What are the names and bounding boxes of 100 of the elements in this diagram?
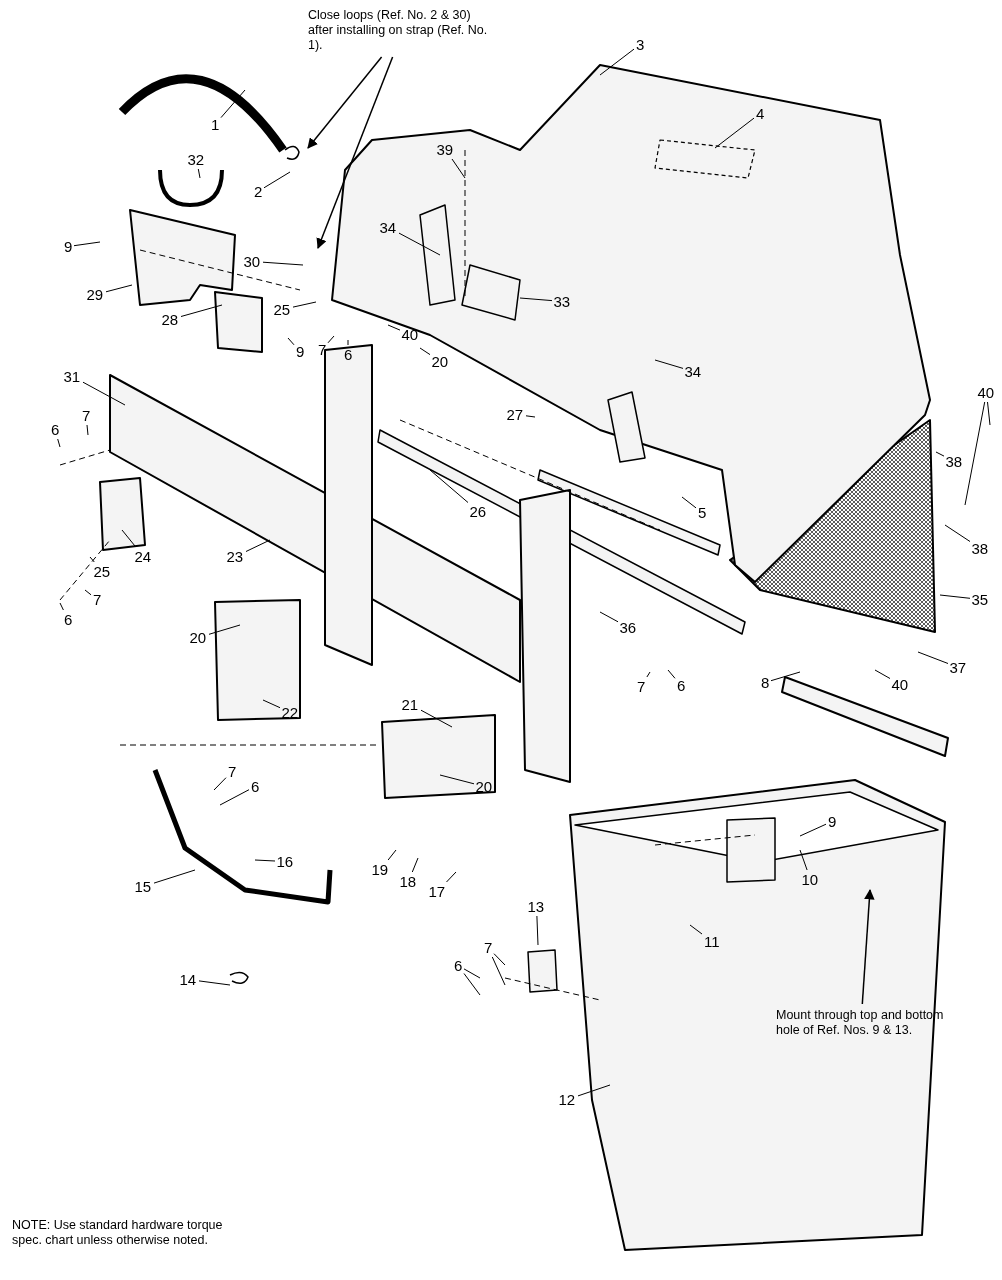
callout-number: 23 xyxy=(226,548,244,565)
callout-number: 7 xyxy=(228,763,237,780)
leader-line xyxy=(105,284,133,293)
callout-number: 34 xyxy=(379,219,397,236)
leader-line xyxy=(917,651,949,664)
callout-number: 20 xyxy=(475,778,493,795)
leader-line xyxy=(219,789,250,806)
leader-line xyxy=(463,973,481,996)
leader-line xyxy=(654,359,684,369)
leader-line xyxy=(987,401,991,426)
leader-line xyxy=(316,56,394,249)
callout-number: 10 xyxy=(801,871,819,888)
callout-number: 3 xyxy=(636,36,645,53)
leader-line xyxy=(420,709,453,728)
callout-number: 5 xyxy=(698,504,707,521)
leader-line xyxy=(714,117,755,149)
note-text: NOTE: Use standard hardware torque spec. chart unless otherwise noted. xyxy=(12,1218,224,1248)
callout-number: 9 xyxy=(64,238,73,255)
callout-number: 35 xyxy=(971,591,989,608)
leader-line xyxy=(153,869,196,884)
leader-line xyxy=(770,671,801,682)
callout-number: 40 xyxy=(891,676,909,693)
callout-number: 7 xyxy=(318,341,327,358)
leader-line xyxy=(208,624,241,635)
callout-number: 20 xyxy=(189,629,207,646)
leader-line xyxy=(347,339,349,346)
callout-number: 6 xyxy=(454,957,463,974)
note-text: Close loops (Ref. No. 2 & 30) after installing on strap (Ref. No. 1). xyxy=(308,8,498,53)
leader-line xyxy=(387,849,397,861)
callout-number: 6 xyxy=(677,677,686,694)
leader-line xyxy=(59,602,64,611)
callout-number: 32 xyxy=(187,151,205,168)
callout-number: 4 xyxy=(756,105,765,122)
callout-number: 22 xyxy=(281,704,299,721)
callout-number: 31 xyxy=(63,368,81,385)
callout-number: 11 xyxy=(704,933,720,950)
leader-line xyxy=(213,777,227,791)
callout-number: 20 xyxy=(431,353,449,370)
callout-number: 13 xyxy=(527,898,545,915)
leader-line xyxy=(254,859,276,862)
leader-line xyxy=(121,529,137,548)
leader-line xyxy=(57,438,61,448)
leader-line xyxy=(262,699,281,709)
leader-line xyxy=(681,496,697,509)
callout-number: 18 xyxy=(399,873,417,890)
callout-number: 16 xyxy=(276,853,294,870)
callout-number: 30 xyxy=(243,253,261,270)
leader-line xyxy=(519,297,553,302)
leader-line xyxy=(429,469,469,503)
callout-number: 12 xyxy=(558,1091,576,1108)
leader-line xyxy=(197,168,201,179)
leader-line xyxy=(577,1084,611,1097)
callout-number: 26 xyxy=(469,503,487,520)
leader-line xyxy=(451,158,466,179)
leader-line xyxy=(599,48,635,76)
callout-number: 14 xyxy=(179,971,197,988)
leader-line xyxy=(86,424,89,436)
callout-number: 6 xyxy=(251,778,260,795)
leader-line xyxy=(667,669,676,679)
leader-line xyxy=(292,301,317,308)
leader-line xyxy=(307,56,383,149)
callout-number: 25 xyxy=(93,563,111,580)
callout-number: 19 xyxy=(371,861,389,878)
callout-number: 40 xyxy=(401,326,419,343)
callout-number: 38 xyxy=(945,453,963,470)
leader-line xyxy=(419,347,431,356)
callout-number: 21 xyxy=(401,696,419,713)
callout-number: 6 xyxy=(64,611,73,628)
leader-line xyxy=(874,669,891,679)
callout-number: 28 xyxy=(161,311,179,328)
callout-number: 34 xyxy=(684,363,702,380)
leader-line xyxy=(263,171,291,189)
callout-number: 29 xyxy=(86,286,104,303)
callout-number: 17 xyxy=(428,883,446,900)
leader-line xyxy=(964,401,986,506)
leader-line xyxy=(398,232,441,256)
callout-number: 33 xyxy=(553,293,571,310)
leader-line xyxy=(799,823,827,837)
callout-number: 37 xyxy=(949,659,967,676)
leader-line xyxy=(463,968,481,979)
leader-line xyxy=(327,335,335,344)
leader-line xyxy=(198,980,231,986)
leader-line xyxy=(220,89,246,119)
callout-number: 6 xyxy=(51,421,60,438)
callout-number: 7 xyxy=(637,678,646,695)
leader-line xyxy=(82,381,126,406)
leader-line xyxy=(599,611,619,623)
leader-line xyxy=(646,671,651,678)
leader-line xyxy=(944,524,971,542)
callout-number: 40 xyxy=(977,384,995,401)
leader-line xyxy=(446,871,457,883)
leader-line xyxy=(799,849,808,871)
leader-line xyxy=(939,594,971,599)
callout-number: 7 xyxy=(484,939,493,956)
leader-line xyxy=(262,261,304,266)
leader-line xyxy=(73,241,101,247)
leader-line xyxy=(493,953,506,966)
callout-number: 24 xyxy=(134,548,152,565)
leader-line xyxy=(536,915,539,946)
callout-number: 9 xyxy=(828,813,837,830)
